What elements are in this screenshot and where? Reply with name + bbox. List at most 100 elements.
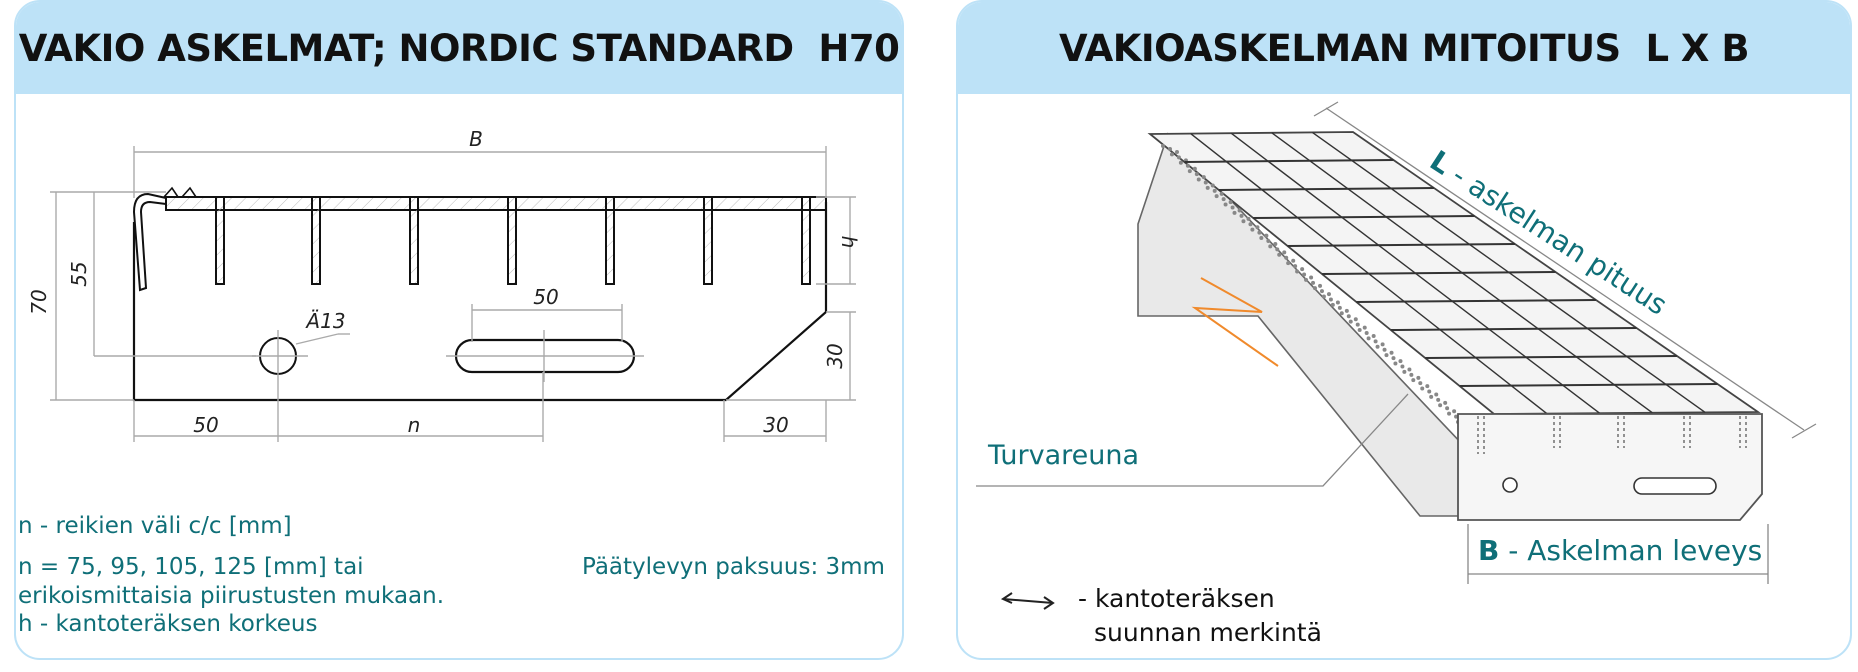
perforation-dot [1326,292,1331,297]
perforation-dot [1330,302,1335,307]
perforation-dot [1398,359,1403,364]
grating-bearing-bar [1230,132,1601,414]
perforation-dot [1273,242,1278,246]
dim-30-right-label: 30 [823,343,847,368]
perforation-dot [1362,325,1367,330]
grating-cross-bar [1184,159,1394,163]
dim-n-label: n [408,413,421,437]
perforation-dot [1286,261,1291,266]
perforation-dot [1228,200,1233,205]
perforation-dot [1328,297,1333,302]
perforation-dot [1353,317,1358,322]
perforation-dot [1237,208,1242,213]
perforation-dot [1196,177,1201,182]
perforation-dot [1309,275,1314,280]
grating-bearing-bar [1271,132,1653,414]
perforation-dot [1389,350,1394,355]
bearing-bars [215,196,811,285]
perforation-dot [1436,397,1441,402]
perforation-dot [1371,334,1376,338]
bar-direction-arrow [1191,277,1279,367]
perforation-dot [1248,222,1253,227]
direction-legend-line1: - kantoteräksen [1078,584,1275,613]
grating-cross-bar [1287,243,1516,247]
right-panel: VAKIOASKELMAN MITOITUS L X B [956,0,1852,660]
perforation-dot [1427,389,1432,394]
perforation-dot [1311,280,1316,285]
direction-legend-line2: suunnan merkintä [1094,618,1322,647]
hole-diameter-label: Ä13 [304,309,345,333]
perforation-dot [1402,369,1407,374]
left-panel-title: VAKIO ASKELMAT; NORDIC STANDARD H70 [18,26,900,70]
perforation-dot [1407,367,1412,372]
legend-n-values: n = 75, 95, 105, 125 [mm] tai [18,554,364,580]
perforation-dot [1447,411,1452,416]
perforation-dot [1346,314,1351,319]
nosing-hook [132,192,167,292]
label-B: B - Askelman leveys [1478,534,1762,567]
perforation-dot [1304,277,1309,282]
grating-cross-bar [1356,299,1597,303]
perforation-dot [1382,347,1387,352]
legend-n-custom: erikoismittaisia piirustusten mukaan. [18,583,445,609]
dim-70-label: 70 [27,289,51,314]
direction-legend-arrow [1000,592,1055,610]
perforation-dot [1434,392,1439,397]
perforation-dot [1445,406,1450,411]
perforation-dot [1275,247,1280,252]
grating-cross-bar [1459,383,1718,387]
perforation-dot [1420,386,1425,391]
perforation-dot [1185,163,1190,168]
perforation-dot [1266,239,1271,243]
perforation-dot [1175,150,1179,154]
right-panel-title: VAKIOASKELMAN MITOITUS L X B [1058,26,1750,70]
dim-50-slot-label: 50 [533,285,558,309]
perforation-dot [1187,169,1192,174]
perforation-dot [1429,394,1434,399]
perforation-dot [1400,364,1405,369]
grating-cross-bar [1253,215,1475,219]
perforation-dot [1161,144,1165,148]
dim-30-bottom-label: 30 [763,413,788,437]
perforation-dot [1257,230,1262,235]
front-end-plate [1457,413,1763,521]
step-isometric-drawing [976,101,1817,610]
perforation-dot [1291,258,1296,263]
dim-55-label: 55 [67,261,91,286]
label-B-letter: B [1478,534,1500,567]
grating-cross-bar [1390,327,1637,331]
turvareuna-leader [976,393,1409,487]
perforation-dot [1176,155,1181,160]
perforation-dot [1264,233,1269,238]
perforation-dot [1337,305,1342,310]
perforation-dot [1221,197,1226,202]
perforation-dot [1194,172,1199,177]
perforation-dot [1411,378,1416,383]
perforation-dot [1246,216,1251,221]
perforation-dot [1214,194,1219,199]
perforation-dot [1255,225,1260,230]
perforation-dot [1277,252,1282,257]
grating-bearing-bar [1190,133,1548,415]
step-cross-section-drawing: B 70 55 h 30 50 n 30 50 Ä13 [27,127,861,442]
perforation-dot [1239,213,1244,218]
grating-grid [1184,131,1718,415]
left-panel-header: VAKIO ASKELMAT; NORDIC STANDARD H70 [16,2,902,94]
perforation-dot [1364,331,1369,335]
grating-cross-bar [1321,271,1556,275]
perforation-dot [1178,160,1183,165]
perforation-dot [1284,255,1289,260]
perforation-dot [1203,180,1208,185]
perforation-dot [1418,381,1423,386]
perforation-dot [1212,188,1217,193]
dim-B-label: B [469,127,483,151]
perforation-dot [1168,147,1172,151]
grating-cross-bar [1425,355,1678,359]
perforation-dot [1335,300,1340,305]
perforation-dot [1205,185,1210,190]
perforation-dot [1357,328,1362,332]
dim-h-label: h [837,236,861,249]
perforation-dot [1391,356,1396,361]
perforation-dot [1443,400,1448,405]
front-round-hole [1502,477,1518,493]
